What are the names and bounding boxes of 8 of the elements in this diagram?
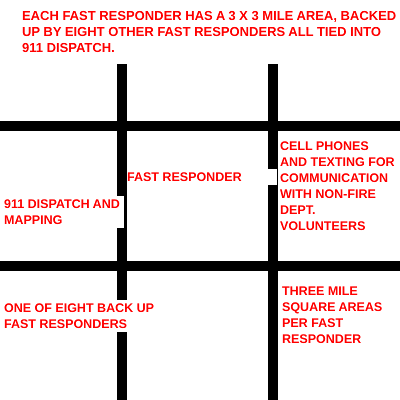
cell-text: 911 DISPATCH AND MAPPING [4, 196, 124, 228]
grid-cell [278, 64, 400, 121]
grid-cell [278, 131, 400, 261]
cell-text: FAST RESPONDER [127, 169, 277, 185]
grid-cell [278, 271, 400, 400]
title-text: EACH FAST RESPONDER HAS A 3 X 3 MILE AREA, BACKED UP BY EIGHT OTHER FAST RESPONDERS ALL TIED INTO 911 DISPATCH. [0, 0, 400, 64]
grid-cell [0, 64, 117, 121]
grid-cell [127, 64, 268, 121]
